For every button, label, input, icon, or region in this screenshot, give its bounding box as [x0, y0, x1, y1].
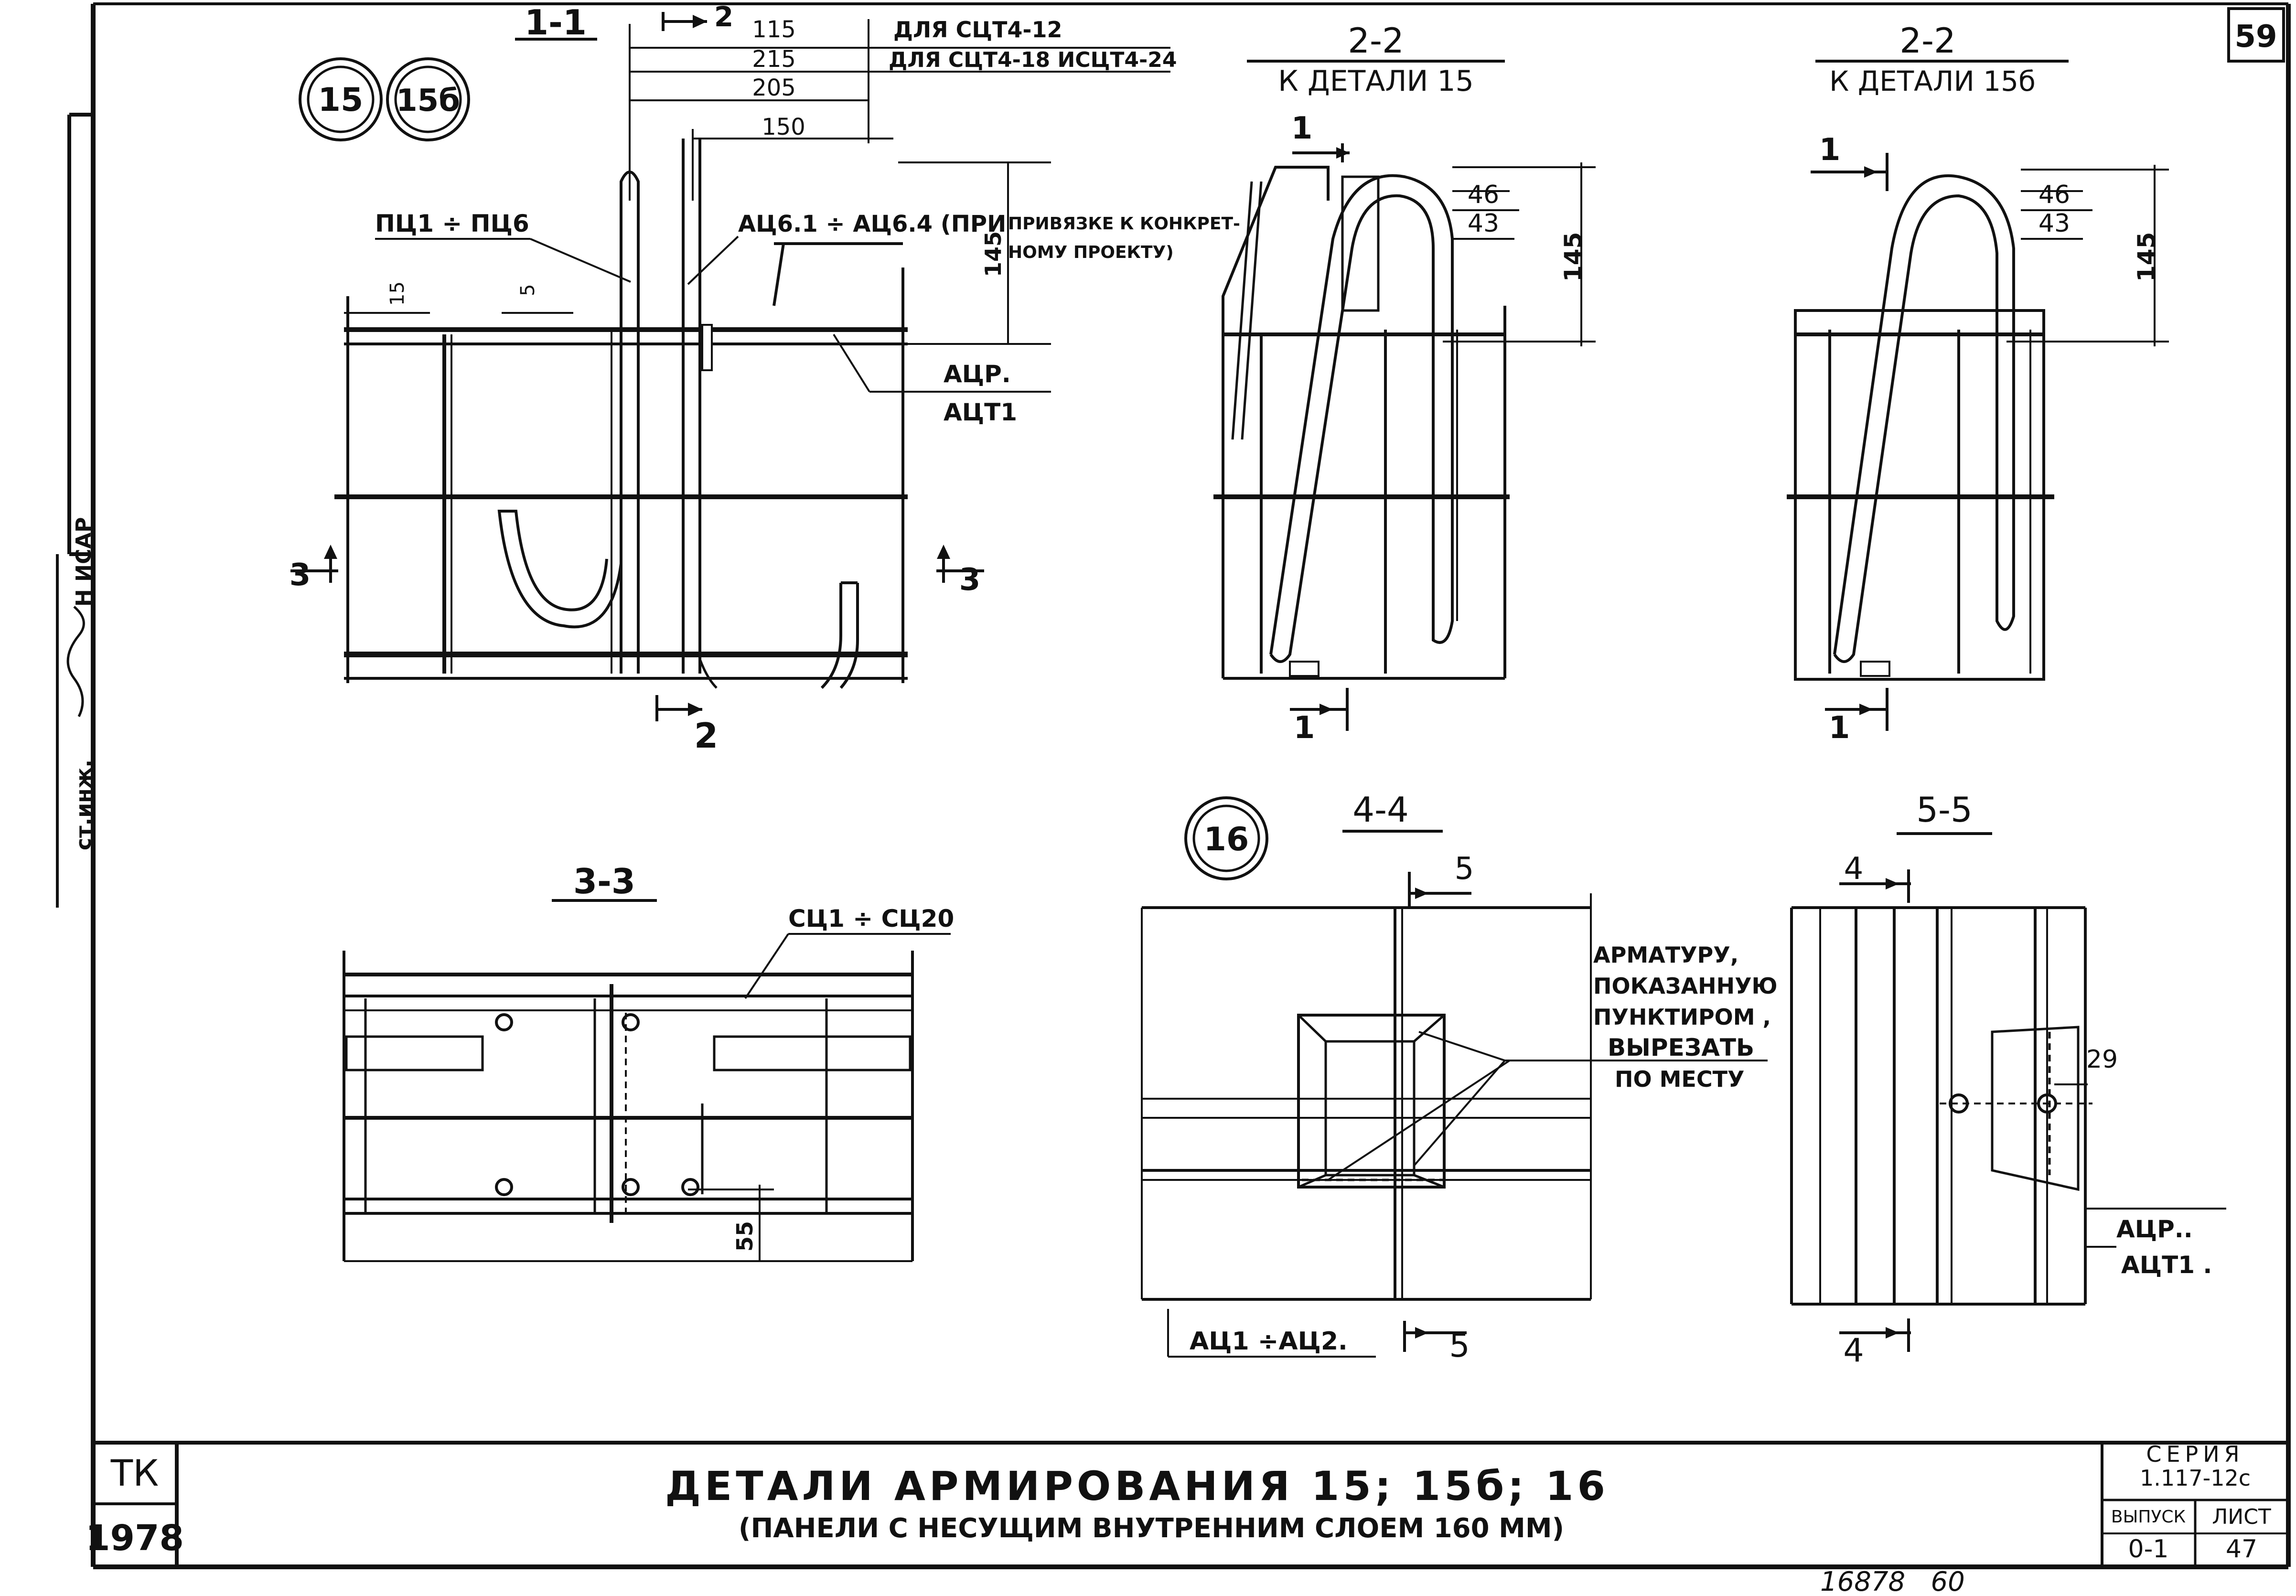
section-1-1-title: 1-1 [525, 2, 587, 43]
label-ac6-note2: НОМУ ПРОЕКТУ) [1008, 243, 1174, 262]
detail-16-label: 16 [1204, 821, 1249, 858]
cut-3-right: 3 [959, 562, 981, 598]
section-4-4-title: 4-4 [1352, 790, 1409, 830]
section-5-5: 5-5 4 29 АЦР.. АЦТ1 . 4 [1790, 790, 2226, 1370]
section-4-4: 4-4 5 АРМАТУРУ, ПОКАЗ [1141, 790, 1778, 1365]
detail-15b-label: 15б [396, 83, 460, 118]
cut-1-top-15: 1 [1291, 111, 1313, 146]
cut-1-bottom-15: 1 [1294, 710, 1315, 746]
svg-text:29: 29 [2086, 1045, 2118, 1074]
label-acr: АЦР. [944, 360, 1011, 388]
label-d5: 5 [517, 284, 539, 296]
svg-text:150: 150 [762, 114, 805, 140]
dimension-chain [629, 19, 1170, 201]
section-2-2-15-title: 2-2 [1348, 21, 1404, 61]
detail-callouts-15: 15 15б [299, 57, 470, 141]
cut-4-bottom: 4 [1843, 1332, 1864, 1370]
svg-text:АРМАТУРУ,: АРМАТУРУ, [1593, 942, 1738, 968]
svg-text:145: 145 [2133, 232, 2160, 282]
sheet-value: 47 [2226, 1535, 2257, 1564]
issue-label: ВЫПУСК [2111, 1507, 2186, 1527]
label-acr-55: АЦР.. [2116, 1215, 2193, 1243]
title-block: ТК 1978 ДЕТАЛИ АРМИРОВАНИЯ 15; 15б; 16 (… [86, 1441, 2288, 1567]
cut-5-top: 5 [1455, 851, 1474, 887]
cut-2-bottom: 2 [694, 716, 718, 756]
detail-15-label: 15 [318, 81, 364, 119]
series-label: СЕРИЯ [2146, 1441, 2244, 1467]
side-stamp-name: Н ИСАР [72, 517, 96, 607]
section-2-2-15-subtitle: К ДЕТАЛИ 15 [1278, 64, 1474, 98]
side-stamp-role: ст.инж. [72, 760, 96, 850]
drawing-title: ДЕТАЛИ АРМИРОВАНИЯ 15; 15б; 16 [665, 1463, 1609, 1510]
svg-text:145: 145 [1559, 232, 1587, 282]
sheet-number-box: 59 [2227, 7, 2285, 63]
series-value: 1.117-12с [2140, 1465, 2251, 1491]
cut-3-left: 3 [290, 557, 311, 593]
svg-text:46: 46 [1468, 181, 1499, 209]
svg-text:205: 205 [752, 75, 796, 101]
cut-1-top-15b: 1 [1819, 132, 1841, 168]
section-4-4-note: АРМАТУРУ, ПОКАЗАННУЮ ПУНКТИРОМ , ВЫРЕЗАТ… [1593, 942, 1778, 1092]
section-1-1-body [334, 139, 908, 689]
detail-callout-16: 16 [1184, 796, 1268, 880]
section-2-2-15b-title: 2-2 [1899, 21, 1956, 61]
section-5-5-title: 5-5 [1916, 790, 1973, 830]
cut-1-bottom-15b: 1 [1829, 710, 1850, 746]
label-ac6: АЦ6.1 ÷ АЦ6.4 (ПРИ [738, 211, 1006, 237]
svg-text:55: 55 [732, 1221, 758, 1252]
sheet-frame [56, 2, 2291, 1569]
section-2-2-detail-15b: 2-2 К ДЕТАЛИ 15б 1 46 43 145 1 [1787, 21, 2169, 746]
section-3-3-title: 3-3 [573, 861, 635, 901]
issue-value: 0-1 [2128, 1535, 2169, 1564]
stamp-year: 1978 [86, 1518, 184, 1559]
svg-text:ПО МЕСТУ: ПО МЕСТУ [1615, 1066, 1744, 1092]
cut-2-top: 2 [714, 0, 733, 33]
svg-text:145: 145 [980, 231, 1006, 277]
section-2-2-15b-subtitle: К ДЕТАЛИ 15б [1829, 65, 2036, 97]
note-115: ДЛЯ СЦТ4-12 [893, 17, 1062, 43]
label-pc: ПЦ1 ÷ ПЦ6 [375, 210, 529, 237]
section-3-3: 3-3 СЦ1 ÷ СЦ20 [343, 861, 954, 1262]
label-ac6-note1: ПРИВЯЗКЕ К КОНКРЕТ- [1008, 214, 1240, 234]
svg-text:115: 115 [752, 16, 796, 43]
svg-text:43: 43 [1468, 209, 1499, 238]
bottom-handwritten-note: 16878 60 [1820, 1566, 1965, 1596]
label-act: АЦТ1 [944, 398, 1017, 426]
svg-text:ПУНКТИРОМ ,: ПУНКТИРОМ , [1593, 1004, 1771, 1030]
label-sc: СЦ1 ÷ СЦ20 [788, 905, 954, 932]
svg-text:215: 215 [752, 46, 796, 73]
svg-text:ПОКАЗАННУЮ: ПОКАЗАННУЮ [1593, 973, 1778, 999]
section-1-1: 1-1 2 115 215 205 150 ДЛЯ СЦТ4-12 ДЛЯ СЦ… [290, 0, 1240, 756]
cut-4-top: 4 [1844, 851, 1864, 887]
stamp-org: ТК [110, 1452, 159, 1494]
drawing-subtitle: (ПАНЕЛИ С НЕСУЩИМ ВНУТРЕННИМ СЛОЕМ 160 М… [739, 1513, 1564, 1544]
svg-text:ВЫРЕЗАТЬ: ВЫРЕЗАТЬ [1608, 1034, 1754, 1061]
svg-text:43: 43 [2039, 209, 2070, 238]
sheet-label: ЛИСТ [2212, 1505, 2271, 1529]
label-act-55: АЦТ1 . [2121, 1251, 2212, 1279]
side-stamp: ст.инж. Н ИСАР [66, 517, 96, 850]
label-ac1-ac2: АЦ1 ÷АЦ2. [1190, 1327, 1348, 1356]
label-d15: 15 [386, 281, 408, 306]
sheet-number: 59 [2234, 19, 2277, 54]
svg-text:46: 46 [2039, 181, 2070, 209]
section-2-2-detail-15: 2-2 К ДЕТАЛИ 15 1 46 [1213, 21, 1596, 746]
note-215: ДЛЯ СЦТ4-18 ИСЦТ4-24 [889, 48, 1177, 72]
